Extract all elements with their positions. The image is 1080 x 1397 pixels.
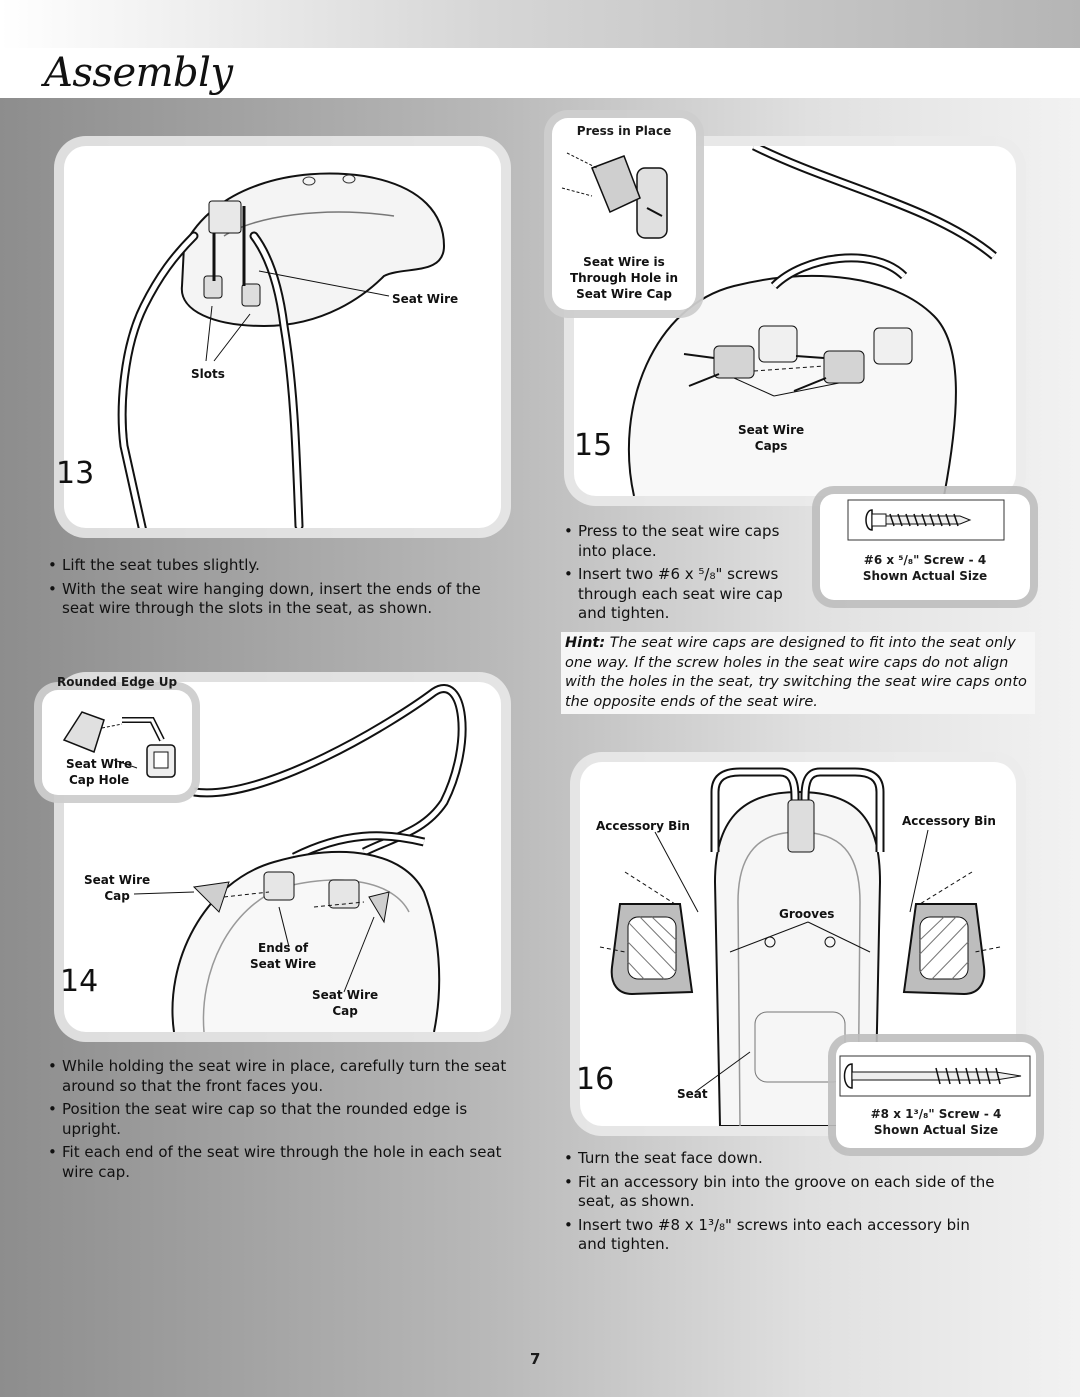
step-13-number: 13	[56, 456, 95, 491]
step-14-bullet: While holding the seat wire in place, ca…	[46, 1057, 516, 1096]
label-line: Seat Wire	[312, 988, 379, 1002]
step-14-bullet: Fit each end of the seat wire through th…	[46, 1143, 516, 1182]
screw-8-caption: #8 x 1³/₈" Screw - 4 Shown Actual Size	[836, 1106, 1036, 1138]
step-16-illustration	[599, 767, 1001, 1126]
step-14-illustration	[133, 684, 467, 1032]
step-13-bullet: With the seat wire hanging down, insert …	[46, 580, 516, 619]
screw-8-size: #8 x 1³/₈" Screw - 4	[870, 1107, 1002, 1121]
screw-6-size: #6 x ⁵/₈" Screw - 4	[863, 553, 987, 567]
label-line: Cap	[332, 1004, 358, 1018]
page-number: 7	[530, 1350, 541, 1368]
seat-wire-cap-hole-label: Seat Wire Cap Hole	[66, 756, 132, 788]
accessory-bin-left-label: Accessory Bin	[596, 819, 690, 833]
grooves-label: Grooves	[779, 907, 835, 921]
step-15-illustration	[627, 146, 997, 496]
step-16-bullet: Insert two #8 x 1³/₈" screws into each a…	[562, 1216, 1002, 1255]
label-line: Caps	[754, 439, 788, 453]
seat-wire-through-hole-label: Seat Wire is Through Hole in Seat Wire C…	[552, 254, 696, 302]
slots-label: Slots	[191, 367, 225, 381]
step-16-number: 16	[576, 1062, 615, 1097]
step-13-instructions: Lift the seat tubes slightly. With the s…	[46, 556, 516, 623]
step-14-bullet: Position the seat wire cap so that the r…	[46, 1100, 516, 1139]
label-line: Seat Wire is	[583, 255, 665, 269]
seat-wire-cap-label: Seat Wire Cap	[84, 872, 150, 904]
step-16-bullet: Fit an accessory bin into the groove on …	[562, 1173, 1002, 1212]
screw-icon	[839, 1055, 1031, 1097]
seat-wire-cap-icon	[62, 711, 176, 778]
seat-label: Seat	[677, 1087, 708, 1101]
step-14-instructions: While holding the seat wire in place, ca…	[46, 1057, 516, 1186]
step-13-panel: Seat Wire Slots 13	[56, 146, 501, 528]
label-line: Cap Hole	[68, 773, 130, 787]
seat-wire-label: Seat Wire	[392, 292, 459, 306]
inset-title: Press in Place	[576, 124, 672, 138]
step-13-illustration	[117, 172, 446, 528]
step-16-bullet: Turn the seat face down.	[562, 1149, 1002, 1169]
label-line: Through Hole in	[569, 271, 679, 285]
inset-title: Rounded Edge Up	[56, 675, 178, 689]
page-title: Assembly	[44, 50, 233, 96]
step-15-instructions: Press to the seat wire caps into place. …	[562, 522, 794, 628]
label-line: Seat Wire	[84, 873, 151, 887]
hint-label: Hint:	[565, 635, 606, 651]
screw-6-box: #6 x ⁵/₈" Screw - 4 Shown Actual Size	[820, 494, 1030, 600]
screw-icon	[847, 499, 1005, 541]
step-14-number: 14	[60, 964, 99, 999]
screw-8-box: #8 x 1³/₈" Screw - 4 Shown Actual Size	[836, 1042, 1036, 1148]
hint-note: Hint: The seat wire caps are designed to…	[561, 632, 1035, 714]
label-line: Seat Wire	[66, 757, 133, 771]
label-line: Seat Wire	[250, 957, 317, 971]
label-line: Seat Wire	[738, 423, 805, 437]
accessory-bin-right-label: Accessory Bin	[902, 814, 996, 828]
screw-6-caption: #6 x ⁵/₈" Screw - 4 Shown Actual Size	[820, 552, 1030, 584]
screw-8-note: Shown Actual Size	[873, 1123, 999, 1137]
step-16-instructions: Turn the seat face down. Fit an accessor…	[562, 1149, 1002, 1259]
hint-text: The seat wire caps are designed to fit i…	[565, 635, 1027, 710]
press-in-place-inset: Press in Place Seat Wire is Through Hole…	[552, 118, 696, 310]
press-in-place-icon	[561, 152, 668, 239]
step-15-panel: Seat Wire Caps 15	[574, 146, 1016, 496]
top-gradient-bar	[0, 0, 1080, 48]
label-line: Cap	[104, 889, 130, 903]
ends-of-seat-wire-label: Ends of Seat Wire	[250, 940, 316, 972]
seat-wire-cap-label-2: Seat Wire Cap	[312, 987, 378, 1019]
screw-6-note: Shown Actual Size	[862, 569, 988, 583]
title-bar	[0, 48, 1080, 98]
step-13-bullet: Lift the seat tubes slightly.	[46, 556, 516, 576]
label-line: Seat Wire Cap	[576, 287, 672, 301]
step-15-number: 15	[574, 428, 613, 463]
step-15-bullet: Insert two #6 x ⁵/₈" screws through each…	[562, 565, 794, 624]
rounded-edge-up-inset: Rounded Edge Up Seat Wire Cap Hole	[42, 675, 192, 795]
seat-wire-caps-label: Seat Wire Caps	[738, 422, 804, 454]
step-15-bullet: Press to the seat wire caps into place.	[562, 522, 794, 561]
label-line: Ends of	[258, 941, 309, 955]
